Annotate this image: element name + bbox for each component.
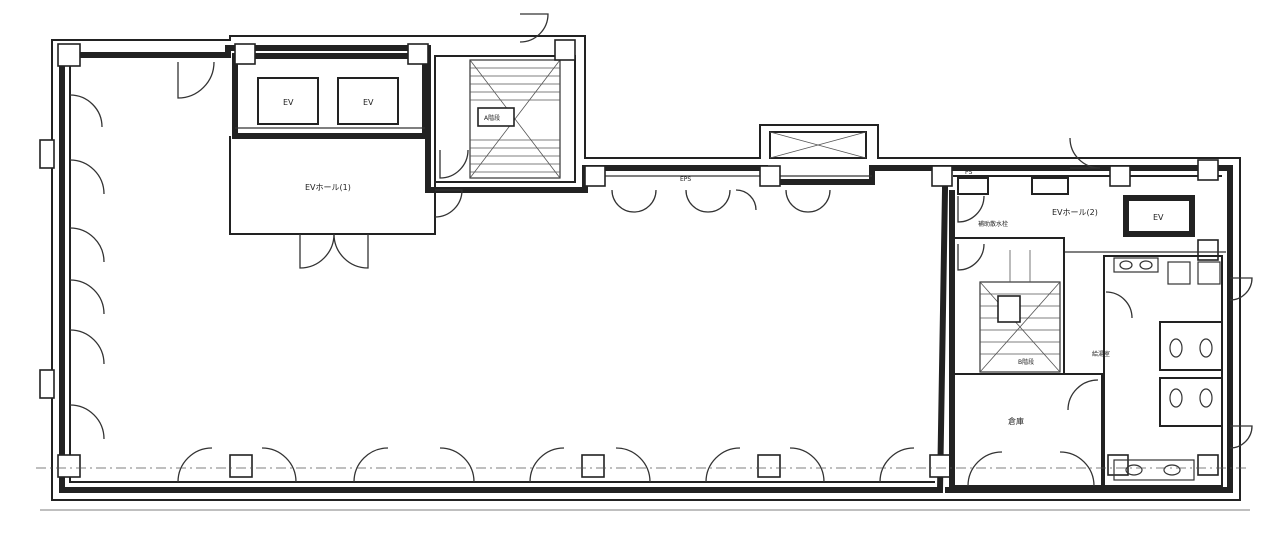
stair-a: A階段: [434, 13, 576, 183]
eps-area: EPS: [585, 131, 872, 213]
ev-hall-1-label: EVホール(1): [305, 183, 351, 192]
elevator-car-left: EV: [283, 98, 294, 107]
stair-a-label: A階段: [484, 114, 500, 122]
kitchen: 給湯室: [1092, 255, 1253, 487]
elevator-core: [232, 53, 428, 139]
stair-b-label: B階段: [1018, 358, 1034, 366]
ps-label: PS: [965, 169, 973, 176]
ev-hall-1: EVホール(1): [229, 136, 463, 269]
ev-left-label: EV: [283, 98, 294, 107]
ev-hall-2-label: EVホール(2): [1052, 208, 1098, 217]
outer-walls: [51, 35, 1241, 501]
east-block: PS 補助散水栓 EVホール(2) EV B階段 倉庫: [949, 137, 1253, 488]
stair-b: B階段: [951, 237, 1065, 375]
structural-columns: [39, 39, 1219, 478]
south-facade-doors: [177, 447, 915, 483]
kitchen-label: 給湯室: [1092, 350, 1110, 358]
water-tank-label: 補助散水栓: [978, 220, 1008, 228]
eps-label: EPS: [680, 176, 691, 183]
ev-east-label: EV: [1153, 213, 1164, 222]
elevator-car-right: EV: [363, 98, 374, 107]
ev-right-label: EV: [363, 98, 374, 107]
grid-lines: [36, 467, 1250, 511]
west-facade-doors: [69, 61, 215, 440]
storage-room: 倉庫: [951, 373, 1103, 487]
storage-label: 倉庫: [1008, 416, 1024, 426]
